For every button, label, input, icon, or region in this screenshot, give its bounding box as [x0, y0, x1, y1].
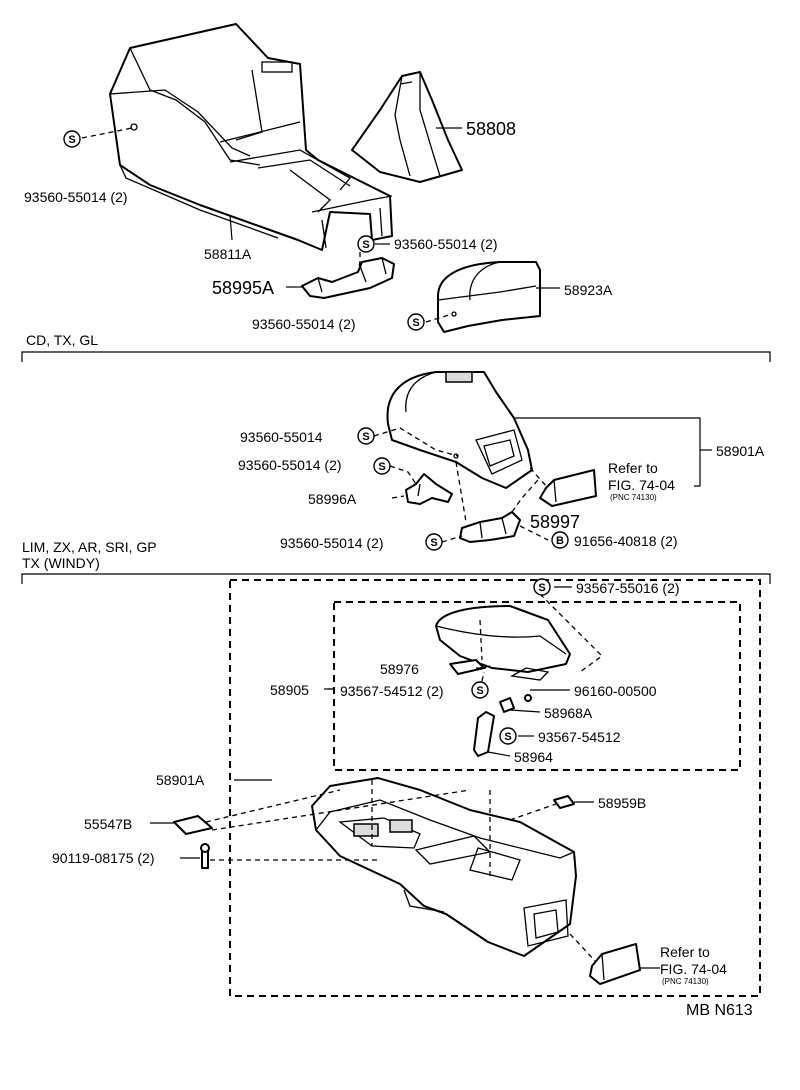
cap-58959B-drawing [553, 795, 575, 809]
shift-boot-58808-drawing [351, 71, 463, 183]
label-58901A-bottom: 58901A [156, 772, 205, 788]
svg-text:S: S [412, 317, 419, 329]
label-93560-55014-2-e: 93560-55014 (2) [238, 457, 342, 473]
section1-leaders [373, 417, 712, 543]
cover-58923A-drawing [437, 261, 541, 333]
label-93560-55014-d: 93560-55014 [240, 429, 323, 445]
label-93560-55014-2-b: 93560-55014 (2) [394, 236, 498, 252]
svg-text:S: S [378, 461, 385, 473]
bottom-pocket-insert-drawing [589, 943, 641, 985]
label-58968A: 58968A [544, 705, 593, 721]
svg-text:S: S [430, 537, 437, 549]
assembly-58905-outline [333, 601, 741, 771]
pocket-insert-drawing [539, 469, 597, 507]
label-55547B: 55547B [84, 816, 132, 832]
label-93560-55014-2-a: 93560-55014 (2) [24, 189, 128, 205]
section-bracket-1 [21, 351, 771, 362]
section-label-lim: LIM, ZX, AR, SRI, GP [22, 539, 157, 555]
bracket-58997-drawing [459, 511, 521, 543]
screw-symbol: S [499, 727, 517, 745]
top-leaders [81, 127, 560, 323]
screw-symbol: S [407, 313, 425, 331]
label-58923A: 58923A [564, 282, 613, 298]
screw-symbol: S [63, 130, 81, 148]
svg-text:S: S [362, 431, 369, 443]
section-label-tx-windy: TX (WINDY) [22, 555, 100, 571]
label-91656-40818: 91656-40818 (2) [574, 533, 678, 549]
screw-symbol: S [533, 578, 551, 596]
section2-leaders [150, 586, 660, 969]
label-58997: 58997 [530, 512, 580, 532]
svg-text:S: S [68, 134, 75, 146]
lower-console-drawing [311, 777, 577, 957]
screw-symbol: S [471, 681, 489, 699]
ref-top-pnc: (PNC 74130) [610, 493, 657, 502]
section-label-cd-tx-gl: CD, TX, GL [26, 332, 98, 348]
label-93567-54512: 93567-54512 [538, 729, 621, 745]
screw-symbol: S [357, 235, 375, 253]
arm-58964-drawing [473, 711, 495, 757]
screw-90119-drawing [200, 843, 210, 869]
label-96160-00500: 96160-00500 [574, 683, 657, 699]
label-90119-08175: 90119-08175 (2) [52, 850, 154, 866]
assembly-58901A-outline [229, 579, 761, 997]
svg-text:S: S [476, 685, 483, 697]
ref-top-line2: FIG. 74-04 [608, 477, 675, 493]
bolt-symbol: B [551, 531, 569, 549]
label-58905: 58905 [270, 682, 309, 698]
label-58808: 58808 [466, 119, 516, 139]
ref-bottom-pnc: (PNC 74130) [662, 977, 709, 986]
screw-symbol: S [425, 533, 443, 551]
ref-bottom-line1: Refer to [660, 944, 710, 960]
label-93560-55014-2-f: 93560-55014 (2) [280, 535, 384, 551]
label-58964: 58964 [514, 749, 553, 765]
screw-symbol: S [357, 427, 375, 445]
svg-text:S: S [362, 239, 369, 251]
figure-code: MB N613 [686, 1002, 753, 1019]
label-93560-55014-2-c: 93560-55014 (2) [252, 316, 356, 332]
label-93567-55016: 93567-55016 (2) [576, 580, 680, 596]
console-58901A-drawing [386, 371, 533, 489]
section-bracket-2 [21, 573, 771, 584]
label-93567-54512-2: 93567-54512 (2) [340, 683, 444, 699]
svg-text:S: S [538, 582, 545, 594]
screw-symbol: S [373, 457, 391, 475]
armrest-lid-drawing [435, 605, 571, 681]
label-58976: 58976 [380, 661, 419, 677]
cover-55547B-drawing [173, 815, 213, 835]
bracket-58995A-drawing [301, 257, 395, 299]
bracket-58996A-drawing [405, 473, 453, 505]
label-58811A: 58811A [204, 246, 252, 262]
ref-top-line1: Refer to [608, 460, 658, 476]
label-58901A-top: 58901A [716, 443, 765, 459]
svg-text:S: S [504, 731, 511, 743]
svg-text:B: B [556, 535, 564, 547]
label-58996A: 58996A [308, 491, 357, 507]
catch-58968A-drawing [499, 694, 532, 713]
ref-bottom-line2: FIG. 74-04 [660, 961, 727, 977]
label-58995A: 58995A [212, 278, 274, 298]
console-58811A-drawing [109, 23, 393, 251]
label-58959B: 58959B [598, 795, 646, 811]
